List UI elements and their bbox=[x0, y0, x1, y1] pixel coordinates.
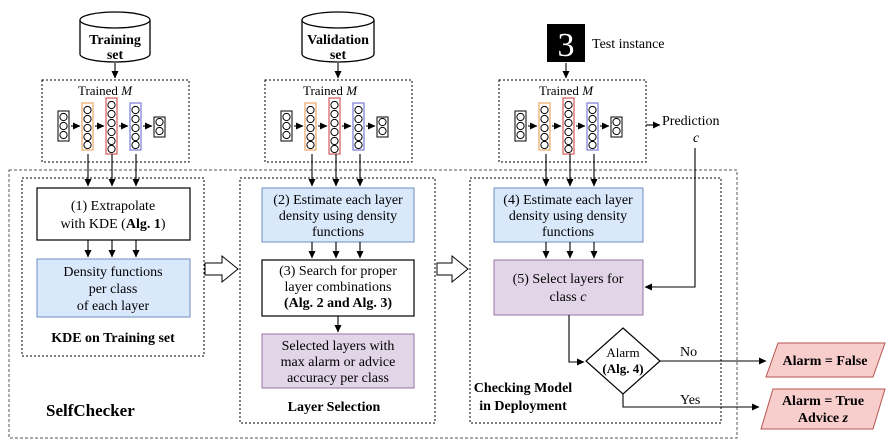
search-layer-combinations-box: (3) Search for proper layer combinations… bbox=[261, 259, 415, 317]
test-instance-label: Test instance bbox=[592, 37, 665, 52]
trained-label: Trained bbox=[78, 83, 118, 98]
density-functions-box: Density functions per class of each laye… bbox=[36, 258, 191, 318]
svg-text:with KDE (Alg. 1): with KDE (Alg. 1) bbox=[61, 217, 166, 232]
yes-label: Yes bbox=[680, 393, 700, 408]
select-class-symbol: c bbox=[580, 290, 587, 305]
alarm-false-text: Alarm = False bbox=[783, 354, 868, 369]
model-symbol: M bbox=[581, 83, 594, 98]
validation-set-cylinder: Validation set bbox=[301, 11, 375, 63]
neural-network-icon bbox=[58, 98, 165, 154]
selected-line3: accuracy per class bbox=[287, 371, 389, 386]
alarm-line2: (Alg. 4) bbox=[602, 361, 643, 376]
trained-model-validation: Trained M bbox=[264, 79, 413, 163]
estimate-density-box-validation: (2) Estimate each layer density using de… bbox=[261, 187, 415, 243]
alarm-decision-diamond: Alarm (Alg. 4) bbox=[585, 327, 661, 395]
estimate-line3: functions bbox=[542, 225, 594, 240]
density-line3: of each layer bbox=[77, 299, 150, 314]
selected-line1: Selected layers with bbox=[282, 339, 395, 354]
svg-text:Trained M: Trained M bbox=[303, 83, 358, 98]
trained-label: Trained bbox=[303, 83, 343, 98]
training-set-label-2: set bbox=[107, 48, 124, 63]
estimate-line3: functions bbox=[312, 225, 364, 240]
selfchecker-label: SelfChecker bbox=[46, 401, 135, 420]
deployment-title-2: in Deployment bbox=[479, 399, 567, 414]
extrapolate-kde-box: (1) Extrapolate with KDE (Alg. 1) bbox=[36, 187, 191, 241]
alarm-false-output: Alarm = False bbox=[765, 342, 886, 378]
search-line3: (Alg. 2 and Alg. 3) bbox=[284, 296, 392, 311]
hollow-arrow-1 bbox=[204, 254, 239, 284]
estimate-line1: (4) Estimate each layer bbox=[503, 193, 633, 208]
prediction-connector bbox=[644, 148, 696, 291]
prediction-label: Prediction bbox=[662, 114, 720, 129]
validation-set-label-2: set bbox=[330, 48, 347, 63]
test-instance-image: 3 bbox=[547, 24, 585, 64]
hollow-arrow-2 bbox=[436, 254, 469, 284]
search-line2: layer combinations bbox=[285, 280, 392, 295]
layer-selection-frame bbox=[239, 177, 436, 424]
extrapolate-line1: (1) Extrapolate bbox=[71, 199, 155, 214]
prediction-symbol: c bbox=[693, 131, 700, 146]
test-instance-digit: 3 bbox=[558, 27, 575, 64]
search-line1: (3) Search for proper bbox=[279, 264, 397, 279]
no-label: No bbox=[680, 345, 697, 360]
trained-label: Trained bbox=[539, 83, 579, 98]
selected-line2: max alarm or advice bbox=[281, 355, 396, 370]
estimate-density-box-deployment: (4) Estimate each layer density using de… bbox=[493, 187, 644, 243]
svg-text:Advice z: Advice z bbox=[798, 411, 849, 426]
selfchecker-frame bbox=[8, 169, 738, 439]
alarm-line1: Alarm bbox=[606, 345, 639, 360]
svg-text:class c: class c bbox=[550, 290, 588, 305]
neural-network-icon bbox=[281, 98, 388, 154]
training-set-label-1: Training bbox=[89, 33, 141, 48]
extrapolate-line2-prefix: with KDE ( bbox=[61, 217, 127, 232]
estimate-line2: density using density bbox=[509, 209, 627, 224]
validation-set-label-1: Validation bbox=[307, 33, 369, 48]
model-symbol: M bbox=[120, 83, 133, 98]
extrapolate-alg: Alg. 1 bbox=[126, 217, 161, 232]
alarm-true-output: Alarm = True Advice z bbox=[760, 388, 886, 430]
density-line2: per class bbox=[89, 282, 138, 297]
alarm-true-text: Alarm = True bbox=[782, 394, 864, 409]
advice-prefix: Advice bbox=[798, 411, 843, 426]
training-set-cylinder: Training set bbox=[79, 11, 151, 63]
deployment-frame bbox=[469, 177, 722, 424]
select-line1: (5) Select layers for bbox=[513, 272, 624, 287]
svg-text:Trained M: Trained M bbox=[539, 83, 594, 98]
selected-layers-box: Selected layers with max alarm or advice… bbox=[261, 333, 415, 389]
layer-selection-title: Layer Selection bbox=[288, 400, 381, 415]
select-line2-prefix: class bbox=[550, 290, 581, 305]
kde-stage-title: KDE on Training set bbox=[51, 331, 175, 346]
model-symbol: M bbox=[345, 83, 358, 98]
estimate-line1: (2) Estimate each layer bbox=[273, 193, 403, 208]
density-line1: Density functions bbox=[63, 265, 162, 280]
trained-model-test: Trained M bbox=[498, 79, 647, 163]
svg-text:Trained M: Trained M bbox=[78, 83, 133, 98]
neural-network-icon bbox=[515, 98, 622, 154]
select-layers-box: (5) Select layers for class c bbox=[493, 259, 644, 316]
extrapolate-line2-suffix: ) bbox=[161, 217, 166, 232]
estimate-line2: density using density bbox=[279, 209, 397, 224]
deployment-title-1: Checking Model bbox=[474, 381, 573, 396]
trained-model-training: Trained M bbox=[41, 79, 190, 163]
advice-symbol: z bbox=[842, 411, 849, 426]
